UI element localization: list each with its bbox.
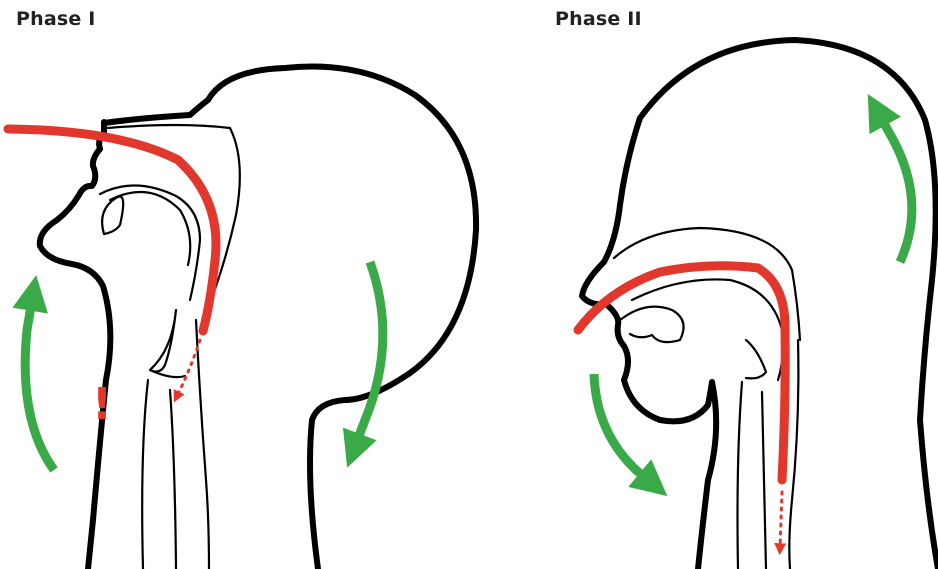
larynx xyxy=(746,340,766,378)
head-outline xyxy=(40,122,111,569)
face-outline xyxy=(582,118,716,569)
tongue xyxy=(102,197,123,234)
phase-1-diagram xyxy=(0,0,480,569)
tongue xyxy=(620,307,684,342)
phase-2-diagram xyxy=(560,0,938,569)
palate xyxy=(100,185,200,300)
tongue-root xyxy=(110,192,190,265)
skull-outline xyxy=(104,67,476,569)
esophagus-back xyxy=(196,320,209,569)
trachea-front xyxy=(738,382,743,569)
trachea-back xyxy=(762,392,766,569)
phase-1-panel: Phase I ! xyxy=(0,0,480,569)
phase-2-head-arrow xyxy=(880,116,912,262)
palate xyxy=(632,279,783,380)
phase-2-panel: Phase II xyxy=(560,0,938,569)
head-outline xyxy=(640,40,938,569)
warning-mark: ! xyxy=(92,379,112,430)
trachea-front xyxy=(142,380,148,569)
phase-1-chin-arrow xyxy=(25,300,54,470)
esophagus-back xyxy=(789,340,798,569)
phase-1-tube-path-dots xyxy=(177,340,200,396)
phase-1-head-arrow xyxy=(356,262,383,444)
larynx xyxy=(150,370,185,377)
trachea-back xyxy=(170,390,176,569)
warning-icon: ! xyxy=(92,383,112,427)
phase-2-chin-arrow xyxy=(594,374,648,480)
phase-1-tube xyxy=(8,129,216,331)
epiglottis xyxy=(150,310,176,372)
nasal-cavity xyxy=(108,125,240,300)
phase-2-tube-path-dots xyxy=(780,492,782,548)
phase-2-tube xyxy=(578,266,785,480)
